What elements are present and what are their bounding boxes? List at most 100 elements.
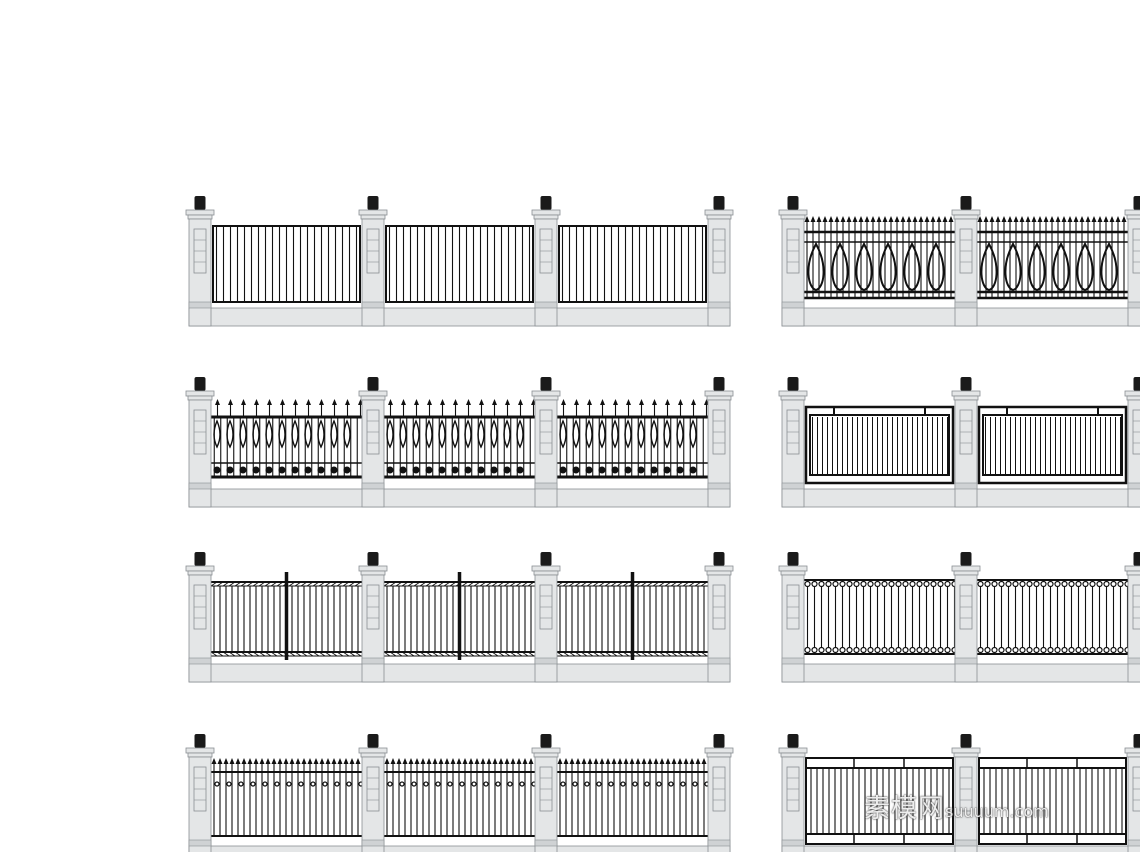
post-cap xyxy=(1133,552,1140,566)
post-cap xyxy=(367,734,379,748)
fence-post xyxy=(185,377,215,508)
post-cap xyxy=(367,552,379,566)
stone-pillar xyxy=(954,399,978,508)
post-cap xyxy=(960,552,972,566)
fence-ornate-fleur-scroll xyxy=(185,377,734,508)
post-cap xyxy=(1133,377,1140,391)
stone-pillar xyxy=(1127,218,1140,327)
stone-pillar xyxy=(534,756,558,852)
stone-pillar xyxy=(1127,574,1140,683)
stone-pillar xyxy=(781,399,805,508)
post-cap xyxy=(787,734,799,748)
fence-panel xyxy=(977,216,1128,300)
post-cap xyxy=(960,196,972,210)
stone-pillar xyxy=(781,574,805,683)
post-cap xyxy=(713,552,725,566)
stone-base xyxy=(188,307,731,327)
fence-panel xyxy=(977,579,1131,655)
stone-base xyxy=(188,845,731,852)
fence-post xyxy=(951,377,981,508)
fence-panel xyxy=(383,572,535,660)
fence-post xyxy=(778,196,808,327)
post-cap xyxy=(367,196,379,210)
fence-panel xyxy=(977,405,1128,485)
fence-post xyxy=(358,552,388,683)
post-cap xyxy=(194,734,206,748)
fence-panel xyxy=(804,579,958,655)
stone-base xyxy=(188,488,731,508)
fence-lattice-top-with-posts xyxy=(185,552,734,683)
post-cap xyxy=(540,552,552,566)
stone-pillar xyxy=(361,756,385,852)
fence-post xyxy=(704,734,734,852)
stone-pillar xyxy=(954,574,978,683)
fence-post xyxy=(185,196,215,327)
fence-post xyxy=(358,377,388,508)
fence-post xyxy=(358,734,388,852)
fence-panel xyxy=(211,758,364,837)
stone-pillar xyxy=(188,756,212,852)
fence-post xyxy=(704,377,734,508)
fence-panel-frame-bars xyxy=(778,734,1140,852)
post-cap xyxy=(367,377,379,391)
fence-panel xyxy=(384,758,537,837)
fence-panel xyxy=(212,225,361,303)
fence-post xyxy=(1124,377,1140,508)
fence-panel xyxy=(558,225,707,303)
fence-plain-vertical-bars xyxy=(185,196,734,327)
post-cap xyxy=(960,734,972,748)
post-cap xyxy=(787,377,799,391)
fence-panel xyxy=(805,757,954,845)
fence-ring-frame-bars xyxy=(778,552,1140,683)
fence-post xyxy=(704,196,734,327)
stone-pillar xyxy=(534,218,558,327)
post-cap xyxy=(1133,734,1140,748)
fence-panel xyxy=(557,399,709,479)
post-cap xyxy=(194,196,206,210)
stone-pillar xyxy=(361,574,385,683)
post-cap xyxy=(713,196,725,210)
fence-post xyxy=(704,552,734,683)
stone-pillar xyxy=(534,399,558,508)
stone-pillar xyxy=(188,399,212,508)
post-cap xyxy=(787,552,799,566)
fence-panel xyxy=(804,405,955,485)
fence-panel xyxy=(385,225,534,303)
fence-post xyxy=(185,734,215,852)
fence-panel xyxy=(211,399,363,479)
fence-panel xyxy=(804,216,955,300)
fence-post xyxy=(778,734,808,852)
post-cap xyxy=(540,377,552,391)
fence-post xyxy=(531,734,561,852)
fence-post xyxy=(951,552,981,683)
post-cap xyxy=(1133,196,1140,210)
stone-base xyxy=(188,663,731,683)
fence-panel xyxy=(978,757,1127,845)
post-cap xyxy=(194,552,206,566)
stone-pillar xyxy=(954,218,978,327)
stone-pillar xyxy=(707,574,731,683)
fence-panel xyxy=(556,572,708,660)
stone-pillar xyxy=(361,399,385,508)
fence-post xyxy=(1124,196,1140,327)
post-cap xyxy=(713,377,725,391)
fence-post xyxy=(531,196,561,327)
post-cap xyxy=(713,734,725,748)
fence-panel xyxy=(210,572,362,660)
stone-pillar xyxy=(1127,756,1140,852)
stone-pillar xyxy=(188,218,212,327)
stone-pillar xyxy=(188,574,212,683)
fence-post xyxy=(531,377,561,508)
fence-post xyxy=(1124,734,1140,852)
stone-pillar xyxy=(781,756,805,852)
post-cap xyxy=(194,377,206,391)
fence-post xyxy=(185,552,215,683)
post-cap xyxy=(960,377,972,391)
fence-post xyxy=(778,377,808,508)
stone-pillar xyxy=(361,218,385,327)
stone-pillar xyxy=(707,218,731,327)
post-cap xyxy=(540,734,552,748)
stone-pillar xyxy=(781,218,805,327)
fence-post xyxy=(778,552,808,683)
stone-pillar xyxy=(707,399,731,508)
